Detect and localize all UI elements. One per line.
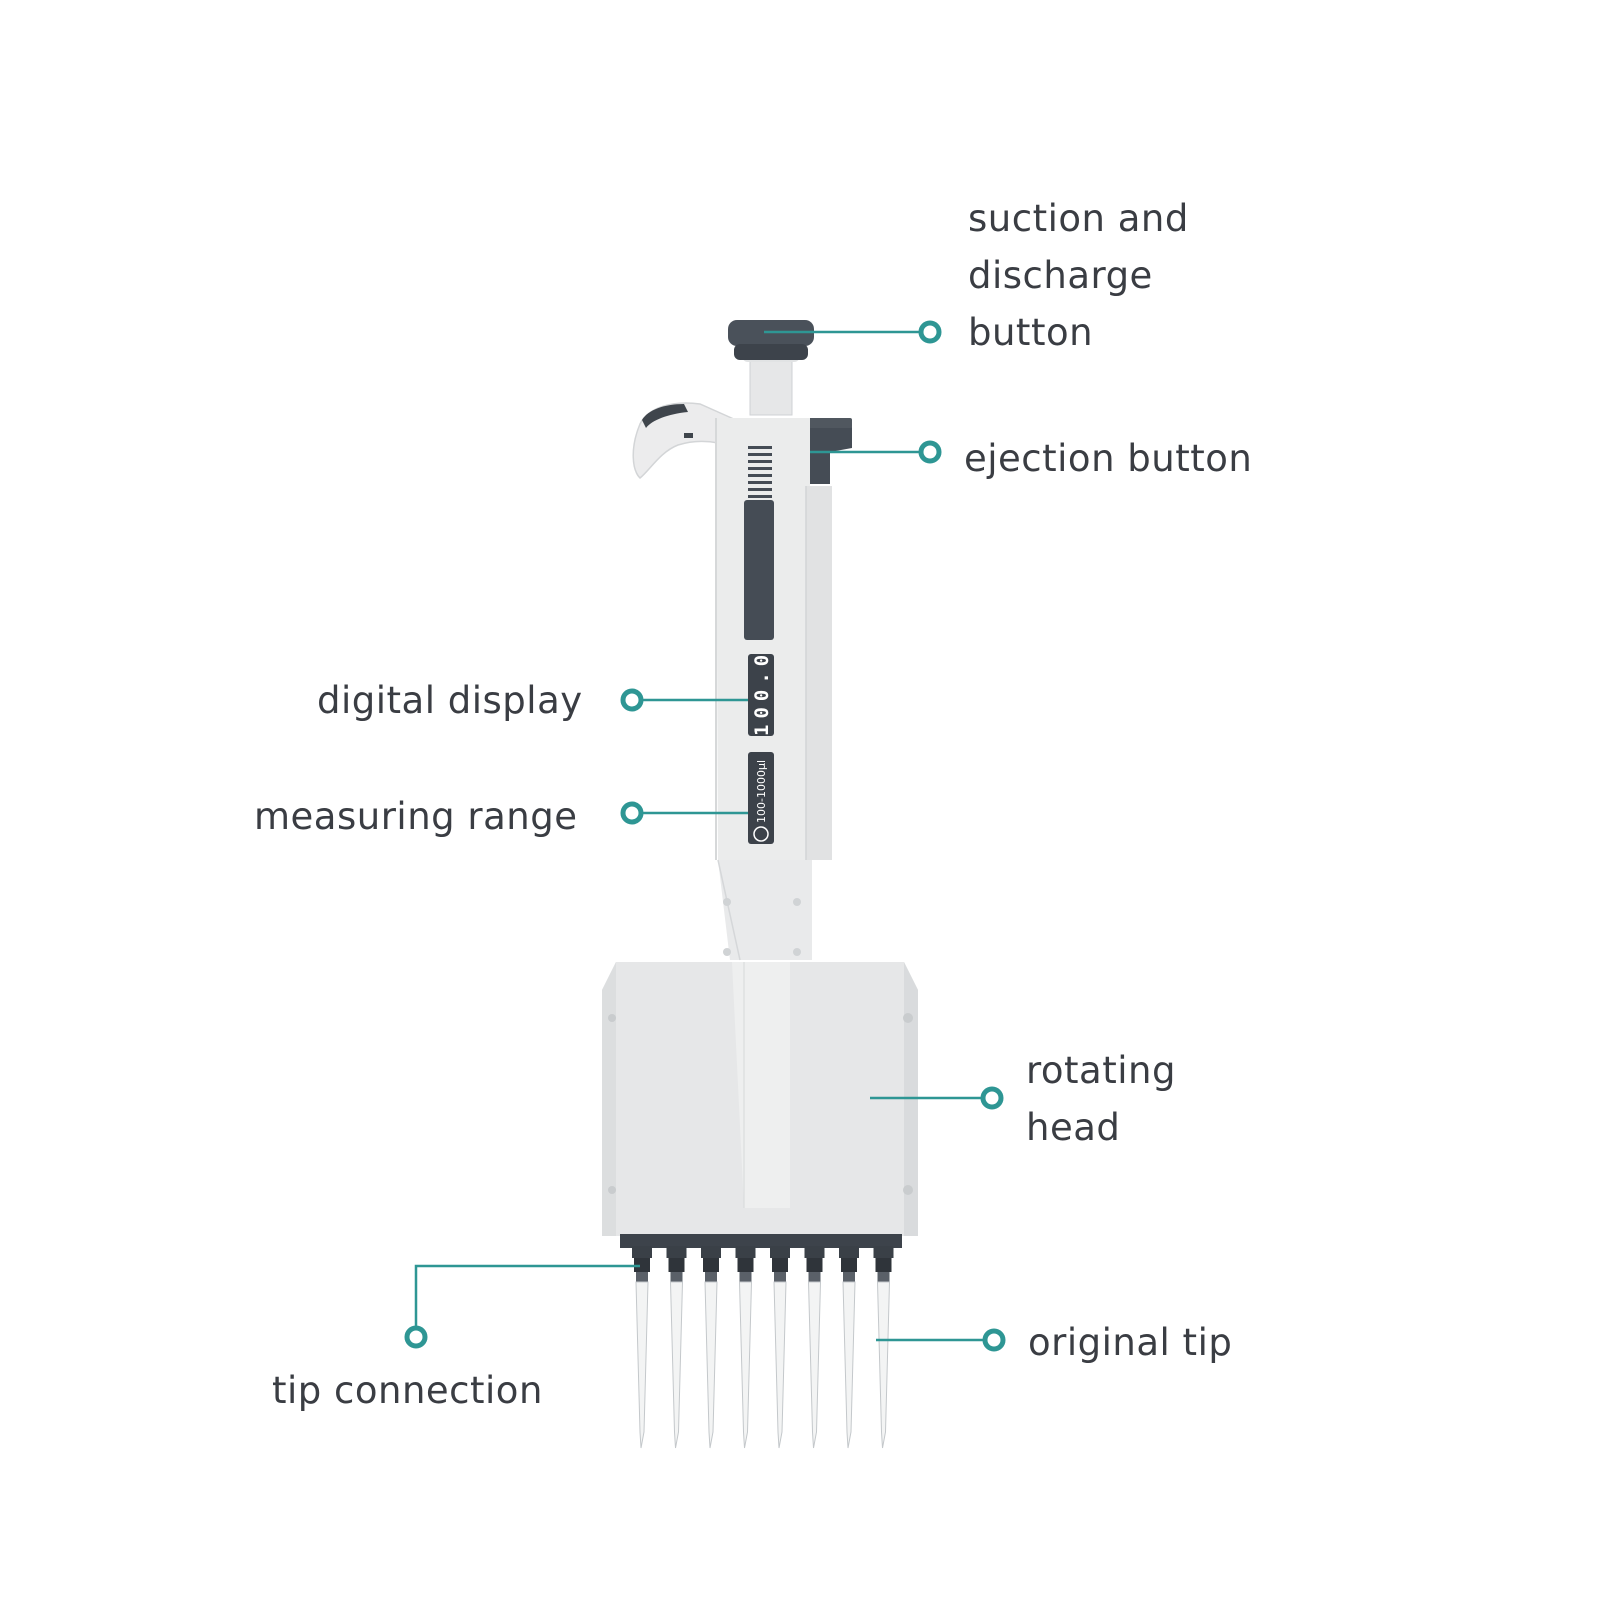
original-tip xyxy=(669,1281,684,1449)
digital-display: 100.0 xyxy=(748,649,774,736)
original-tip xyxy=(876,1281,891,1449)
ejection-button-label: ejection button xyxy=(964,437,1253,480)
tip-connection-nozzle xyxy=(701,1246,721,1282)
measuring-range-badge: 100-1000μl xyxy=(748,752,774,844)
rotating-head-label: rotating head xyxy=(1026,1042,1176,1156)
original-tip xyxy=(773,1281,787,1449)
tip-connection-nozzle xyxy=(839,1246,859,1282)
rotating-label-line-2: head xyxy=(1026,1106,1121,1149)
nozzle-bar xyxy=(620,1234,902,1248)
display-marker xyxy=(620,688,644,712)
tip-connection-label: tip connection xyxy=(272,1369,543,1412)
display-value: 100.0 xyxy=(751,649,773,736)
suction-discharge-button-cap xyxy=(728,320,814,360)
tip-connection-nozzle xyxy=(873,1246,894,1282)
original-tip xyxy=(842,1281,856,1449)
original-tip-label: original tip xyxy=(1028,1321,1233,1364)
rotating-label-line-1: rotating xyxy=(1026,1049,1176,1092)
rotating-marker xyxy=(980,1086,1004,1110)
ejection-marker xyxy=(918,440,942,464)
original-tip xyxy=(704,1281,718,1449)
rotating-head xyxy=(602,962,918,1236)
digital-display-label: digital display xyxy=(317,679,583,722)
original-tips xyxy=(635,1281,891,1449)
tip-connection-nozzle xyxy=(735,1246,756,1282)
callouts xyxy=(414,330,986,1342)
measuring-range-label: measuring range xyxy=(254,795,578,838)
tip-connections xyxy=(632,1246,894,1282)
tip-connection-nozzle xyxy=(804,1246,825,1282)
tip-connection-marker xyxy=(404,1325,428,1349)
tip-connection-nozzle xyxy=(632,1246,652,1282)
suction-label-line-2: discharge xyxy=(968,254,1153,297)
original-tip xyxy=(807,1281,822,1449)
range-value: 100-1000μl xyxy=(755,760,768,823)
range-marker xyxy=(620,801,644,825)
original-tip xyxy=(738,1281,753,1449)
suction-label-line-1: suction and xyxy=(968,197,1189,240)
original-tip-marker xyxy=(982,1328,1006,1352)
tip-connection-nozzle xyxy=(770,1246,790,1282)
grip-stripe xyxy=(744,500,774,640)
plunger xyxy=(728,320,814,416)
tip-connection-nozzle xyxy=(666,1246,687,1282)
suction-discharge-button-label: suction and discharge button xyxy=(968,190,1189,361)
grip-vents xyxy=(748,446,772,498)
neck xyxy=(717,859,812,961)
callout-markers xyxy=(404,320,1006,1352)
suction-label-line-3: button xyxy=(968,311,1094,354)
suction-marker xyxy=(918,320,942,344)
original-tip xyxy=(635,1281,649,1449)
